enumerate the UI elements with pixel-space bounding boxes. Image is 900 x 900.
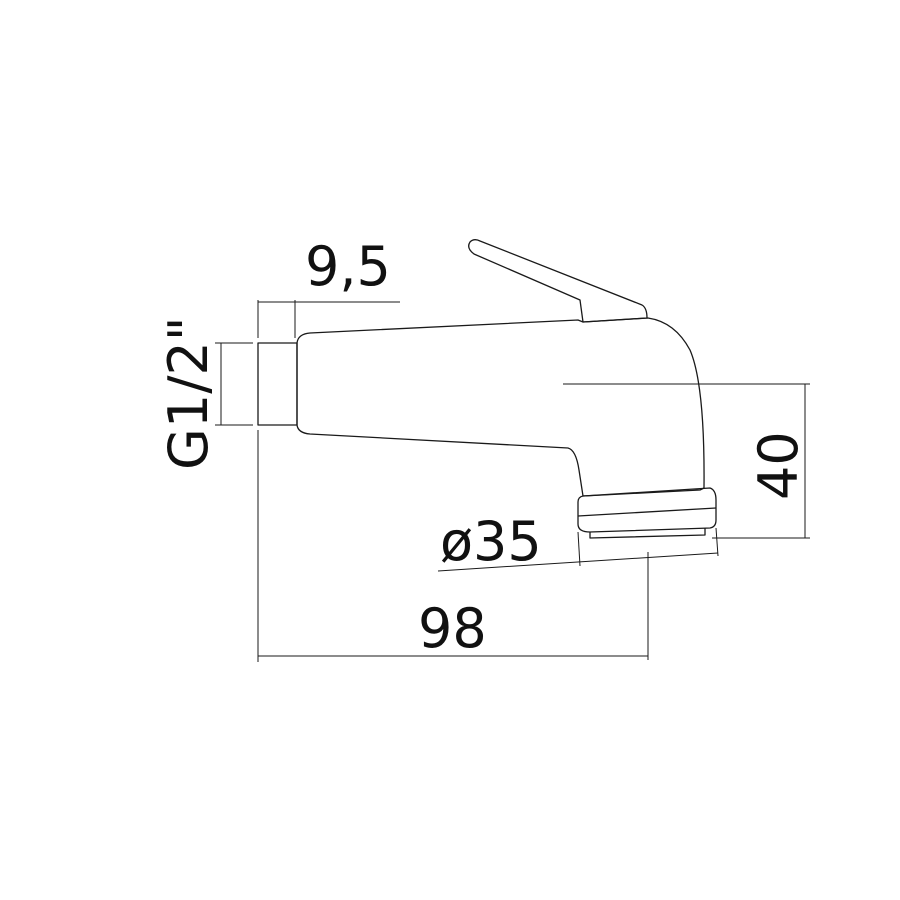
dimension-height: 40 — [747, 431, 810, 500]
dimension-lines — [215, 300, 810, 662]
dimension-connector-length: 9,5 — [305, 235, 391, 298]
spray-face — [589, 528, 706, 539]
dimension-diameter: ø35 — [440, 510, 542, 573]
dimension-total-length: 98 — [418, 597, 487, 660]
connector-thread — [257, 342, 298, 426]
sprayer-body — [296, 317, 705, 497]
spray-head — [577, 487, 717, 533]
spray-head-groove — [577, 507, 717, 517]
dimension-thread: G1/2" — [157, 316, 220, 470]
trigger-lever — [468, 239, 648, 323]
